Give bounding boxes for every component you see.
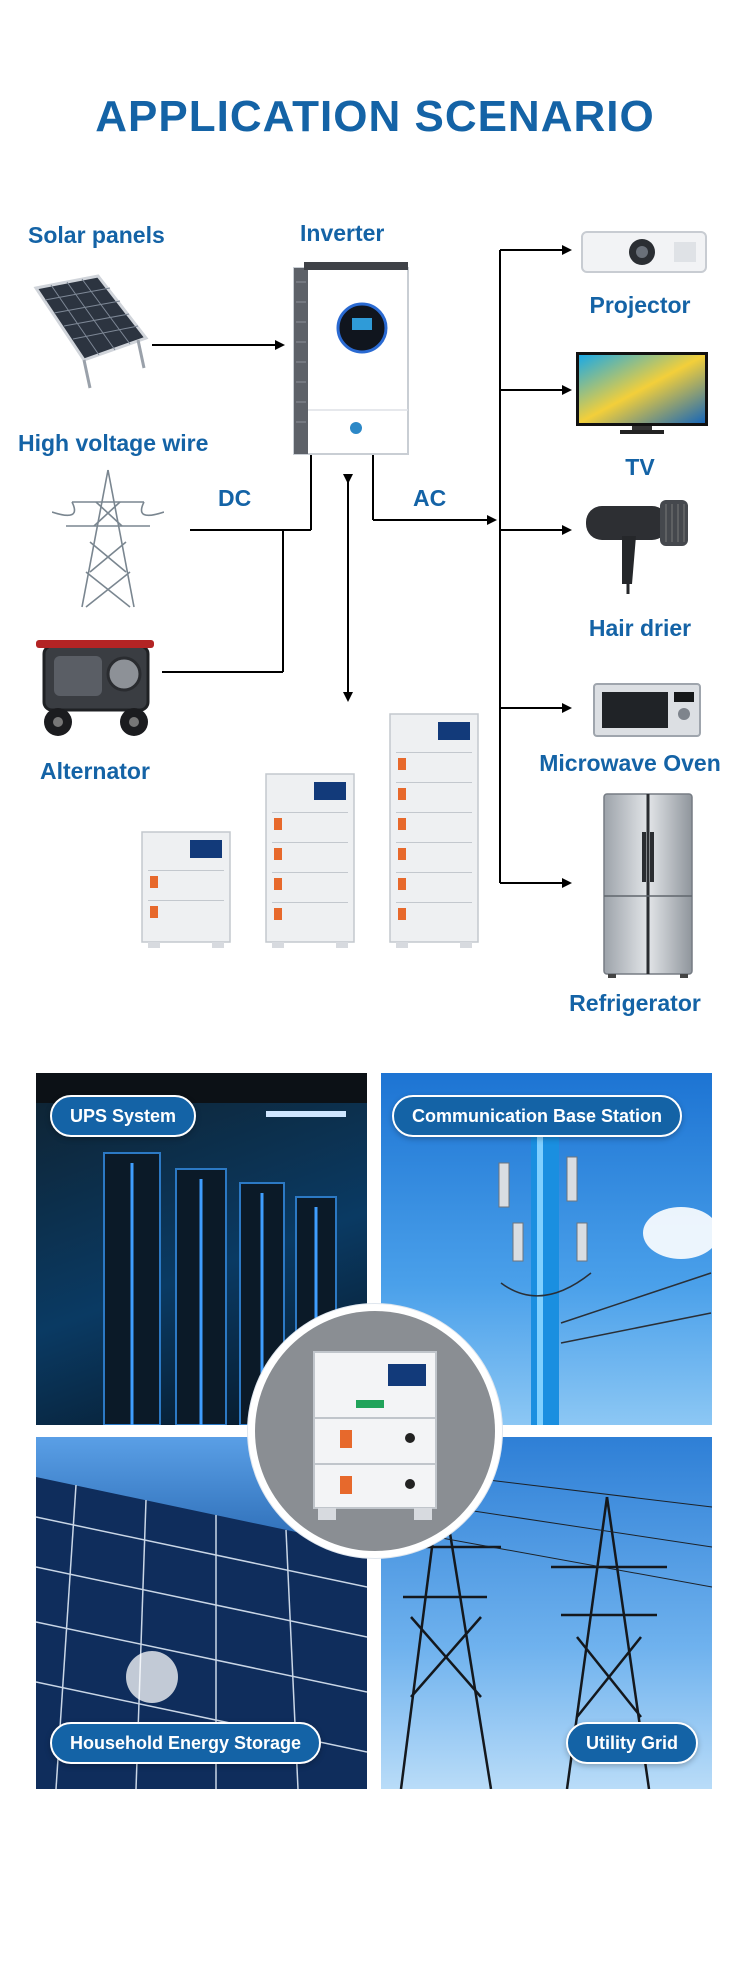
connection-lines — [152, 245, 572, 888]
pill-communication-base-station: Communication Base Station — [392, 1095, 683, 1137]
battery-stack-large — [389, 713, 479, 948]
label-dc: DC — [218, 485, 252, 511]
battery-module-icon — [255, 1311, 495, 1551]
page-title: APPLICATION SCENARIO — [95, 92, 655, 141]
label-alternator: Alternator — [40, 758, 150, 784]
pill-ups-system: UPS System — [50, 1095, 197, 1137]
label-ac: AC — [413, 485, 447, 511]
generator-icon — [36, 640, 154, 736]
solar-array-icon — [36, 1477, 367, 1789]
projector-icon — [581, 231, 707, 273]
label-high-voltage-wire: High voltage wire — [18, 430, 209, 456]
label-refrigerator: Refrigerator — [569, 990, 701, 1016]
hair-drier-icon — [586, 500, 688, 594]
label-tv: TV — [625, 454, 655, 480]
pill-household-energy-storage: Household Energy Storage — [50, 1722, 322, 1764]
microwave-oven-icon — [593, 683, 701, 737]
battery-stack-medium — [265, 773, 355, 948]
battery-stack-small — [141, 831, 231, 948]
telecom-tower-icon — [498, 1133, 712, 1425]
label-hair-drier: Hair drier — [588, 615, 692, 641]
label-projector: Projector — [589, 292, 691, 318]
inverter-icon — [293, 262, 409, 455]
tv-icon — [576, 352, 708, 434]
pill-utility-grid: Utility Grid — [566, 1722, 699, 1764]
refrigerator-icon — [603, 793, 693, 978]
center-battery-circle — [248, 1304, 502, 1558]
label-microwave-oven: Microwave Oven — [539, 750, 721, 776]
label-solar-panels: Solar panels — [28, 222, 165, 248]
power-tower-icon — [52, 469, 164, 608]
solar-panel-icon — [33, 274, 149, 389]
label-inverter: Inverter — [300, 220, 385, 246]
battery-stack-group-icon — [141, 713, 479, 948]
